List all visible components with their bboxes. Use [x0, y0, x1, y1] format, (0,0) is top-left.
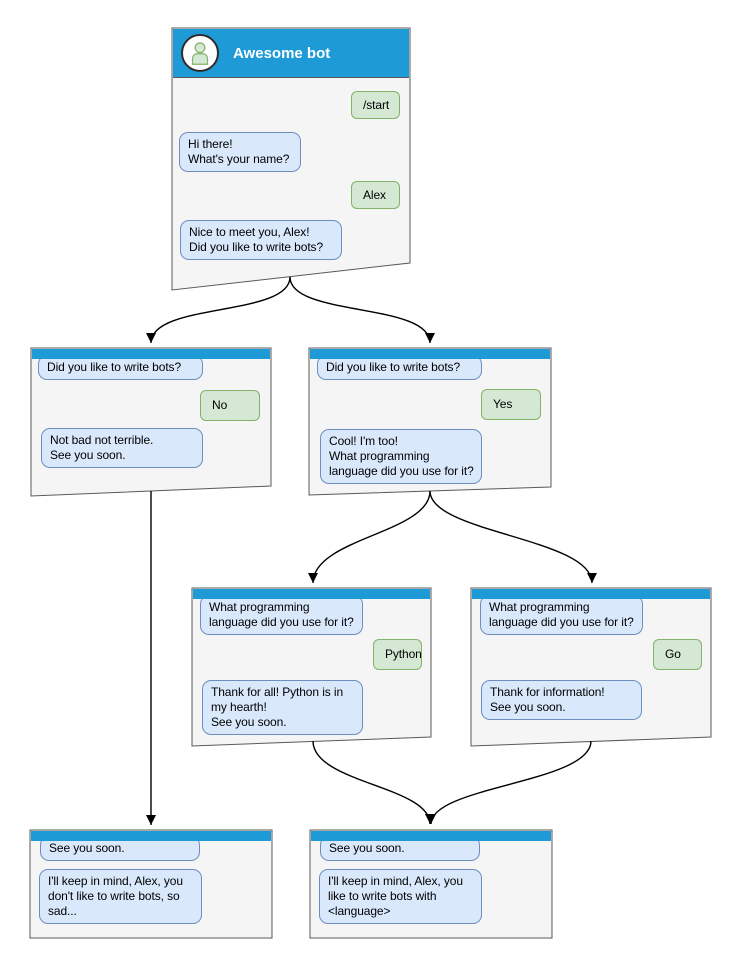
branch-yes-titlebar	[310, 349, 550, 359]
bot-message-reply: Thank for information! See you soon.	[481, 680, 642, 720]
bot-message-question: What programming language did you use fo…	[480, 595, 643, 635]
arrow-main-to-yes	[289, 276, 435, 344]
person-icon	[191, 42, 209, 65]
bot-message-question: Did you like to write bots?	[317, 355, 482, 380]
bot-message-reply: Not bad not terrible. See you soon.	[41, 428, 203, 468]
bot-message-question: What programming language did you use fo…	[200, 595, 363, 635]
arrow-python-to-end	[312, 740, 435, 825]
bot-message-reply: I'll keep in mind, Alex, you like to wri…	[319, 869, 482, 924]
bot-message-question: Did you like to write bots?	[38, 355, 203, 380]
user-message-start: /start	[351, 91, 400, 119]
arrow-main-to-no	[146, 276, 291, 344]
end-no-titlebar	[31, 831, 271, 841]
bot-avatar	[181, 34, 219, 72]
user-message-name: Alex	[351, 181, 400, 209]
branch-no-titlebar	[32, 349, 270, 359]
bot-message-greeting: Hi there! What's your name?	[179, 132, 301, 172]
arrow-yes-to-go	[429, 490, 597, 584]
bot-message-reply: Thank for all! Python is in my hearth! S…	[202, 680, 363, 735]
branch-python-titlebar	[193, 589, 430, 599]
bot-message-reply: I'll keep in mind, Alex, you don't like …	[39, 869, 202, 924]
arrow-go-to-end	[426, 740, 592, 825]
bot-title: Awesome bot	[233, 45, 331, 62]
end-yes-titlebar	[311, 831, 551, 841]
user-message-python: Python	[373, 639, 422, 670]
branch-go-titlebar	[472, 589, 710, 599]
bot-message-ask-bots: Nice to meet you, Alex! Did you like to …	[180, 220, 342, 260]
arrow-yes-to-python	[308, 490, 431, 584]
user-message-go: Go	[653, 639, 702, 670]
user-message-yes: Yes	[481, 389, 541, 420]
bot-message-reply: Cool! I'm too! What programming language…	[320, 429, 482, 484]
user-message-no: No	[200, 390, 260, 421]
